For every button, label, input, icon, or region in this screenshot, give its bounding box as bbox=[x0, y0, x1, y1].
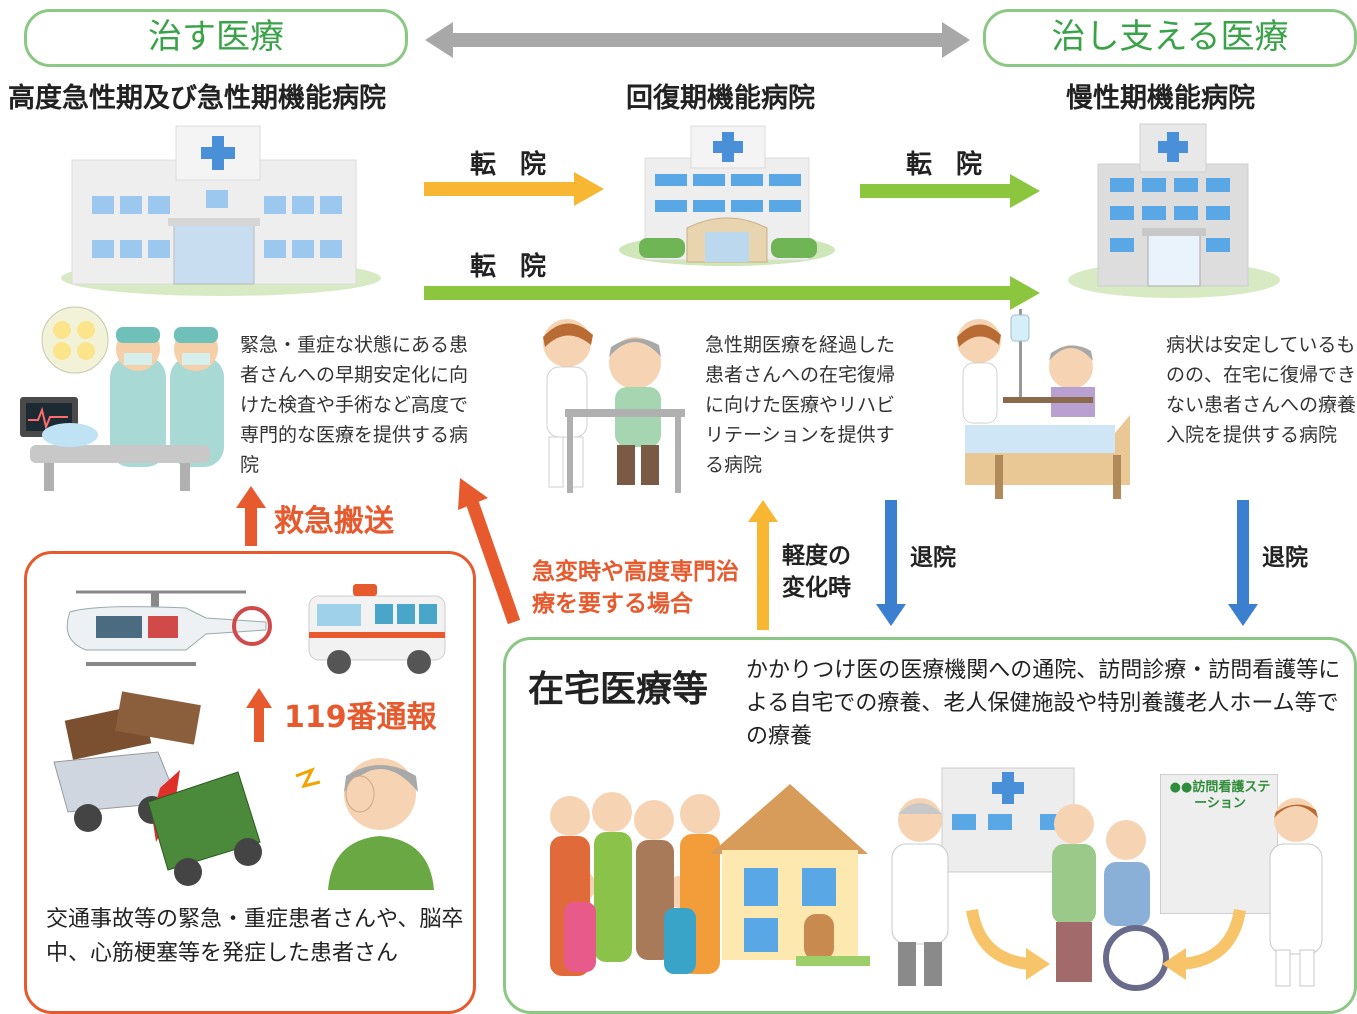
helicopter-icon bbox=[66, 590, 272, 666]
discharge-arrow-chronic bbox=[1228, 500, 1258, 626]
sudden-change-arrow bbox=[458, 478, 521, 625]
recovery-hospital-title: 回復期機能病院 bbox=[626, 83, 815, 114]
transfer-label-2: 転院 bbox=[906, 150, 1007, 180]
transfer-arrow-long-green bbox=[424, 276, 1040, 310]
discharge-arrow-recovery bbox=[876, 500, 906, 626]
discharge-label-recovery: 退院 bbox=[910, 545, 956, 571]
emergency-call-label: 119番通報 bbox=[284, 700, 437, 735]
mild-change-arrow bbox=[748, 500, 778, 630]
headache-woman-icon bbox=[295, 758, 434, 890]
family-icon bbox=[550, 792, 720, 976]
acute-hospital-title: 高度急性期及び急性期機能病院 bbox=[8, 83, 386, 114]
visiting-nurse-station-sign: ●●訪問看護ステーション bbox=[1169, 780, 1271, 811]
emergency-transport-label: 救急搬送 bbox=[274, 504, 394, 539]
emergency-transport-arrow bbox=[236, 486, 266, 546]
home-care-desc: かかりつけ医の医療機関への通院、訪問診療・訪問看護等による自宅での療養、老人保健… bbox=[746, 658, 1341, 749]
transfer-label-1: 転院 bbox=[470, 150, 571, 180]
car-crash-icon bbox=[53, 691, 262, 886]
recovery-hospital-desc: 急性期医療を経過した患者さんへの在宅復帰に向けた医療やリハビリテーションを提供す… bbox=[705, 334, 896, 476]
hospital-icon bbox=[1068, 123, 1280, 298]
nurse-icon bbox=[1269, 798, 1323, 987]
transfer-arrow-green bbox=[860, 174, 1040, 208]
transfer-label-3: 転院 bbox=[470, 252, 571, 282]
emergency-call-arrow bbox=[246, 688, 272, 742]
clinic-building-icon bbox=[941, 767, 1075, 873]
bed-patient-icon bbox=[957, 309, 1130, 499]
doctor-icon bbox=[891, 798, 949, 986]
home-care-title: 在宅医療等 bbox=[528, 669, 709, 710]
chronic-hospital-title: 慢性期機能病院 bbox=[1066, 83, 1255, 114]
chronic-hospital-desc: 病状は安定しているものの、在宅に復帰できない患者さんへの療養入院を提供する病院 bbox=[1166, 334, 1357, 446]
surgeon-icon bbox=[20, 306, 224, 491]
transfer-arrow-orange bbox=[424, 172, 604, 206]
mild-change-label: 軽度の変化時 bbox=[782, 543, 851, 601]
hospital-icon bbox=[619, 125, 835, 266]
ambulance-icon bbox=[308, 584, 446, 674]
visiting-nurse-station-building bbox=[1160, 774, 1278, 914]
wheelchair-icon bbox=[1052, 804, 1169, 991]
hospital-icon bbox=[61, 125, 381, 296]
acute-hospital-desc: 緊急・重症な状態にある患者さんへの早期安定化に向けた検査や手術など高度で専門的な… bbox=[240, 334, 469, 476]
house-icon bbox=[710, 784, 870, 966]
discharge-label-chronic: 退院 bbox=[1262, 545, 1308, 571]
rehab-icon bbox=[543, 319, 685, 493]
double-arrow-icon bbox=[425, 22, 970, 58]
care-flow-arrows bbox=[966, 908, 1246, 980]
cure-medicine-label: 治す医療 bbox=[24, 9, 408, 67]
cure-support-medicine-label: 治し支える医療 bbox=[983, 9, 1357, 67]
emergency-box-desc: 交通事故等の緊急・重症患者さんや、脳卒中、心筋梗塞等を発症した患者さん bbox=[46, 907, 464, 966]
sudden-change-label: 急変時や高度専門治療を要する場合 bbox=[532, 559, 739, 617]
